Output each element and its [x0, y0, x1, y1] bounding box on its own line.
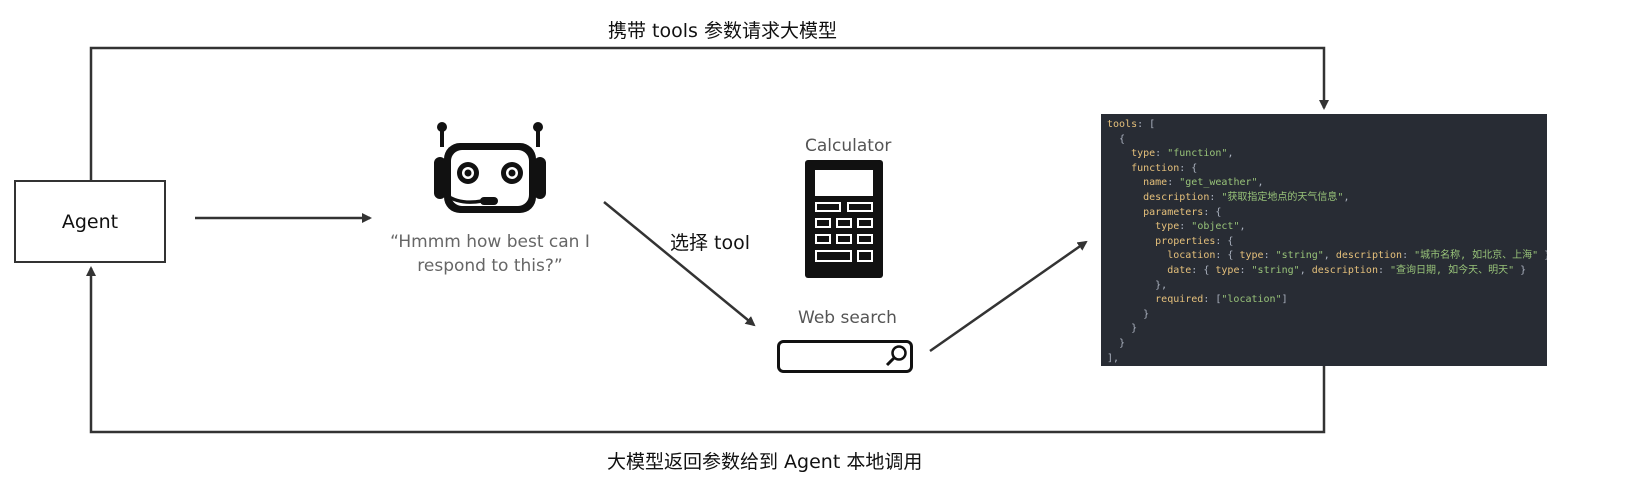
code-token: ]: [1281, 294, 1288, 306]
code-line: }: [1107, 337, 1541, 352]
code-line: ],: [1107, 352, 1541, 367]
calculator-label: Calculator: [805, 136, 892, 156]
tools-code-block: tools: [ { type: "function", function: {…: [1101, 114, 1547, 366]
robot-icon: [420, 115, 560, 225]
code-token: "location": [1221, 294, 1282, 306]
code-token: ,: [1239, 221, 1246, 233]
code-token: "获取指定地点的天气信息": [1221, 191, 1344, 203]
code-line: type: "function",: [1107, 147, 1541, 162]
code-token: : {: [1203, 206, 1222, 218]
code-token: :: [1167, 177, 1180, 189]
code-line: date: { type: "string", description: "查询…: [1107, 264, 1541, 279]
code-line: properties: {: [1107, 235, 1541, 250]
code-token: ,: [1299, 264, 1312, 276]
code-token: :: [1402, 250, 1415, 262]
code-token: function: [1107, 162, 1180, 174]
code-token: : [: [1137, 119, 1156, 130]
web-search-label: Web search: [798, 308, 897, 328]
code-token: ],: [1107, 352, 1120, 364]
code-token: parameters: [1107, 206, 1204, 218]
code-token: description: [1311, 264, 1378, 276]
code-token: tools: [1107, 119, 1138, 130]
code-token: "string": [1251, 264, 1300, 276]
code-token: type: [1107, 148, 1156, 160]
code-line: tools: [: [1107, 118, 1541, 133]
code-token: :: [1377, 264, 1391, 276]
code-line: description: "获取指定地点的天气信息",: [1107, 191, 1541, 206]
code-token: : {: [1179, 162, 1198, 174]
code-token: "object": [1191, 221, 1240, 233]
code-token: type: [1215, 264, 1240, 276]
code-line: }: [1107, 322, 1541, 337]
code-token: "查询日期, 如今天、明天": [1390, 264, 1515, 276]
code-token: description: [1107, 191, 1210, 203]
code-token: }: [1107, 308, 1150, 320]
code-token: },: [1538, 250, 1547, 261]
code-token: "function": [1167, 148, 1228, 160]
code-token: }: [1107, 337, 1126, 349]
code-line: },: [1107, 279, 1541, 294]
agent-node: Agent: [14, 180, 166, 263]
code-token: }: [1514, 264, 1527, 276]
tool-to-code-arrow: [929, 240, 1088, 353]
request-caption: 携带 tools 参数请求大模型: [608, 20, 837, 42]
code-token: :: [1155, 148, 1168, 160]
code-token: required: [1107, 294, 1204, 306]
code-token: :: [1179, 221, 1192, 233]
select-tool-label: 选择 tool: [670, 232, 751, 254]
code-line: required: ["location"]: [1107, 293, 1541, 308]
code-line: }: [1107, 308, 1541, 323]
code-token: date: [1107, 264, 1192, 276]
return-caption: 大模型返回参数给到 Agent 本地调用: [607, 451, 923, 473]
code-line: function: {: [1107, 162, 1541, 177]
code-line: type: "object",: [1107, 220, 1541, 235]
code-token: {: [1107, 133, 1126, 145]
code-token: : {: [1215, 250, 1240, 262]
code-token: properties: [1107, 235, 1216, 247]
code-token: ,: [1227, 148, 1234, 160]
code-token: ,: [1257, 177, 1264, 189]
code-token: : {: [1215, 235, 1234, 247]
code-line: location: { type: "string", description:…: [1107, 249, 1547, 264]
code-token: location: [1107, 250, 1216, 262]
search-bar-icon: [777, 340, 913, 373]
code-token: : {: [1191, 264, 1216, 276]
code-token: "城市名称, 如北京、上海": [1414, 250, 1539, 262]
llm-thought: “Hmmm how best can I respond to this?”: [390, 232, 590, 276]
agent-label: Agent: [61, 210, 119, 233]
code-token: ,: [1323, 250, 1336, 262]
calculator-icon: [805, 160, 883, 278]
code-token: }: [1107, 323, 1138, 335]
code-token: :: [1263, 250, 1276, 262]
code-token: ,: [1343, 191, 1350, 203]
code-token: "string": [1275, 250, 1324, 262]
code-token: :: [1209, 191, 1222, 203]
code-token: : [: [1203, 294, 1222, 306]
code-token: "get_weather": [1179, 177, 1258, 189]
select-tool-arrow: [603, 201, 756, 327]
code-line: name: "get_weather",: [1107, 176, 1541, 191]
code-token: description: [1335, 250, 1403, 262]
code-token: },: [1107, 279, 1168, 291]
code-token: type: [1107, 221, 1180, 233]
code-token: name: [1107, 177, 1168, 189]
code-token: type: [1239, 250, 1264, 262]
code-line: {: [1107, 133, 1541, 148]
code-token: :: [1239, 264, 1252, 276]
code-line: parameters: {: [1107, 206, 1541, 221]
